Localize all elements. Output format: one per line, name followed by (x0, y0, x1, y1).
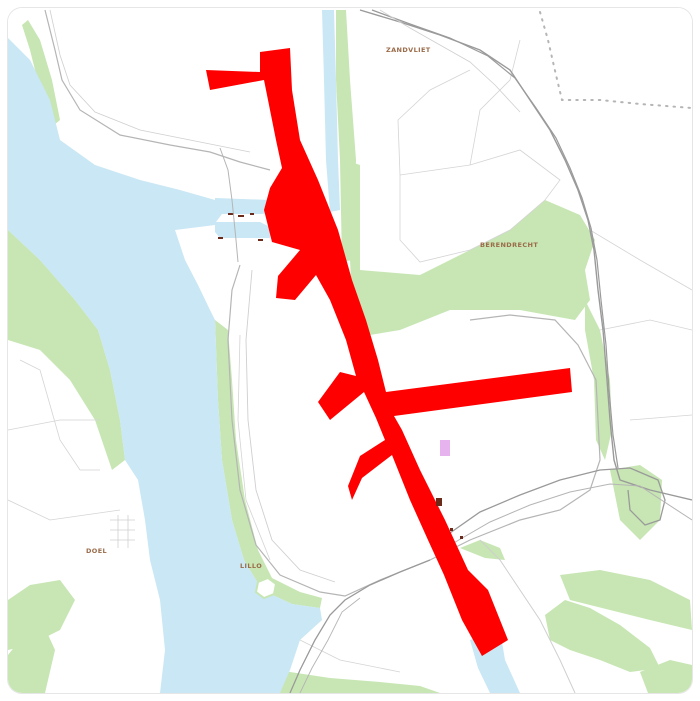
poi-pink (440, 440, 450, 456)
highlighted-zone[interactable] (206, 48, 572, 656)
green-berendrecht (345, 160, 595, 335)
lock-marker (258, 239, 263, 241)
green-lillo-bank (215, 320, 322, 608)
lillo-fort (254, 576, 278, 600)
lock-marker (238, 215, 244, 217)
map-frame[interactable]: ZANDVLIET BERENDRECHT DOEL LILLO (8, 8, 692, 693)
scheldt-river (8, 38, 322, 693)
doel-grid (110, 515, 135, 548)
north-west-road (44, 9, 271, 171)
label-lillo: LILLO (240, 562, 262, 570)
southeast-road (479, 539, 576, 693)
lock-marker (228, 213, 234, 215)
lock-access-road (219, 147, 239, 263)
canal-north (322, 10, 340, 212)
roads (44, 9, 692, 693)
lock-basin (215, 198, 272, 238)
label-doel: DOEL (86, 547, 107, 555)
green-southeast-1 (560, 570, 692, 630)
parcel-outlines (8, 39, 692, 673)
south-road-b (299, 597, 361, 693)
poi-brown (436, 498, 442, 506)
green-southeast-3 (640, 660, 692, 693)
poi-brown-small (460, 536, 463, 539)
green-east-corridor (585, 300, 612, 460)
green-southeast-2 (545, 600, 660, 672)
poi-brown-small (450, 528, 453, 531)
green-areas (8, 10, 692, 693)
inner-dock-road (245, 269, 336, 583)
east-connector-b (444, 483, 692, 549)
south-road (289, 559, 431, 693)
lock-marker (218, 237, 223, 239)
label-berendrecht: BERENDRECHT (480, 241, 538, 249)
green-junction (610, 465, 662, 540)
green-dock-edge (460, 540, 505, 560)
east-connector (439, 467, 666, 541)
municipal-boundary (539, 11, 692, 109)
water-bodies (8, 10, 520, 693)
north-east-road (379, 9, 521, 113)
lock-markers (218, 213, 263, 241)
north-west-road-2 (49, 9, 251, 153)
map-canvas[interactable]: ZANDVLIET BERENDRECHT DOEL LILLO (8, 8, 692, 693)
label-zandvliet: ZANDVLIET (386, 46, 431, 54)
lock-marker (250, 213, 254, 215)
green-west-bank (8, 230, 125, 470)
highlight-main-quay[interactable] (206, 48, 572, 656)
green-southwest-1 (8, 580, 75, 650)
green-southwest-2 (8, 628, 55, 693)
highway-a12-b (371, 9, 619, 469)
